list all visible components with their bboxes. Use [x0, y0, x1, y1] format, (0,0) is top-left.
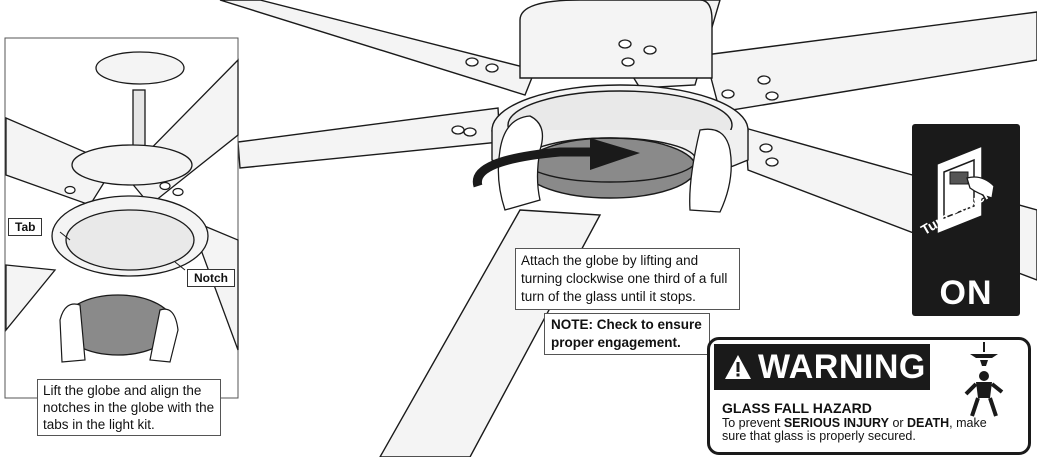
arrow-icon — [472, 138, 640, 188]
engagement-note: NOTE: Check to ensure proper engagement. — [544, 313, 710, 355]
inset-light-inner — [65, 209, 195, 271]
fan-blade-right-upper — [704, 11, 1037, 113]
lift-instruction: Lift the globe and align the notches in … — [37, 379, 221, 436]
warning-triangle-icon — [725, 355, 751, 379]
fan-blade-left — [237, 107, 501, 169]
power-state: ON — [939, 274, 993, 312]
attach-instruction: Attach the globe by lifting and turning … — [515, 248, 740, 310]
motor-housing — [519, 0, 713, 79]
hazard-message: To prevent SERIOUS INJURY or DEATH, make… — [722, 416, 987, 443]
inset-blade-lower-left — [5, 264, 57, 332]
inset-motor — [71, 144, 193, 186]
hand-icon — [497, 115, 732, 213]
notch-label: Notch — [187, 269, 235, 287]
warning-header: WARNING — [714, 344, 930, 390]
tab-label: Tab — [8, 218, 43, 236]
warning-box: WARNING GLASS FALL HAZARD To prevent SER… — [707, 337, 1031, 455]
hazard-title: GLASS FALL HAZARD — [722, 400, 872, 416]
inset-canopy — [95, 51, 185, 85]
falling-person-icon — [964, 342, 1004, 417]
fan-blade-top-left — [219, 0, 536, 96]
switch-icon — [936, 144, 995, 234]
warning-heading: WARNING — [758, 347, 926, 386]
turn-power-panel: Turn Power ON — [912, 124, 1020, 316]
